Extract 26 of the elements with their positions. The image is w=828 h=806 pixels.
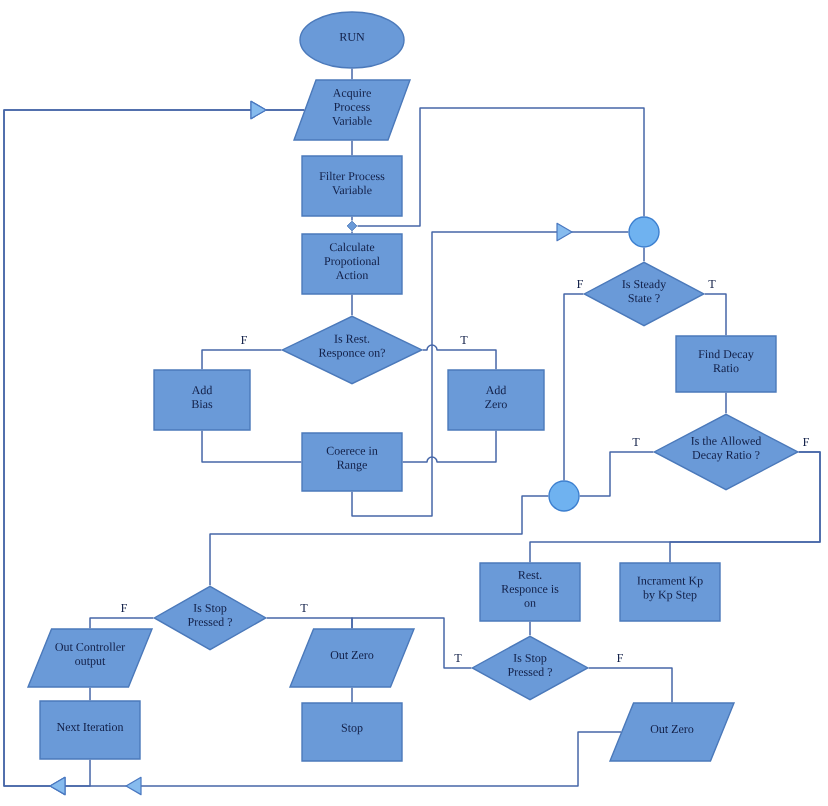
flow-line bbox=[643, 246, 645, 263]
flow-line bbox=[351, 293, 353, 317]
flow-line bbox=[703, 293, 727, 337]
flow-line bbox=[587, 667, 673, 704]
flow-line bbox=[421, 344, 497, 371]
flow-line bbox=[563, 293, 585, 482]
flow-line bbox=[578, 451, 655, 497]
arrow bbox=[3, 100, 622, 796]
flow-line bbox=[201, 349, 283, 371]
connector-circle bbox=[548, 480, 580, 512]
flow-line bbox=[89, 617, 155, 630]
flow-line bbox=[351, 686, 353, 704]
flow-line bbox=[401, 429, 497, 463]
flow-line bbox=[351, 215, 353, 222]
arrow bbox=[351, 222, 630, 517]
flow-line bbox=[356, 107, 645, 227]
flow-line bbox=[725, 391, 727, 415]
flow-line bbox=[351, 139, 353, 157]
flow-line bbox=[351, 617, 473, 669]
flow-line bbox=[529, 451, 821, 564]
flow-line bbox=[529, 620, 531, 637]
flow-line bbox=[351, 67, 353, 81]
flow-line bbox=[201, 429, 303, 463]
connector-circle bbox=[628, 216, 660, 248]
flow-line bbox=[89, 686, 91, 702]
flow-line bbox=[209, 495, 550, 587]
